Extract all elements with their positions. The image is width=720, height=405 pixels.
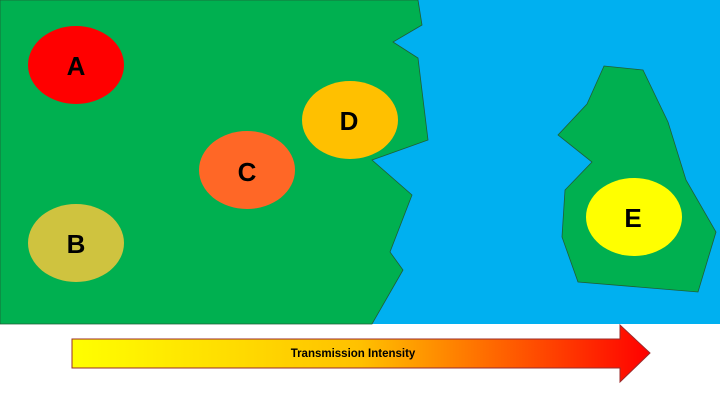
region-d-label: D [340, 106, 359, 136]
transmission-arrow-shape [71, 323, 651, 384]
region-b-ellipse [28, 204, 124, 282]
region-a: A [28, 26, 124, 104]
region-c: C [199, 131, 295, 209]
region-b-label: B [67, 229, 86, 259]
region-c-ellipse [199, 131, 295, 209]
region-e-ellipse [586, 178, 682, 256]
region-d: D [302, 81, 398, 159]
region-a-ellipse [28, 26, 124, 104]
region-a-label: A [67, 51, 86, 81]
region-c-label: C [238, 157, 257, 187]
region-b: B [28, 204, 124, 282]
region-e: E [586, 178, 682, 256]
transmission-arrow: Transmission Intensity [71, 323, 651, 384]
region-d-ellipse [302, 81, 398, 159]
region-e-label: E [624, 203, 641, 233]
transmission-arrow-label: Transmission Intensity [291, 348, 416, 360]
